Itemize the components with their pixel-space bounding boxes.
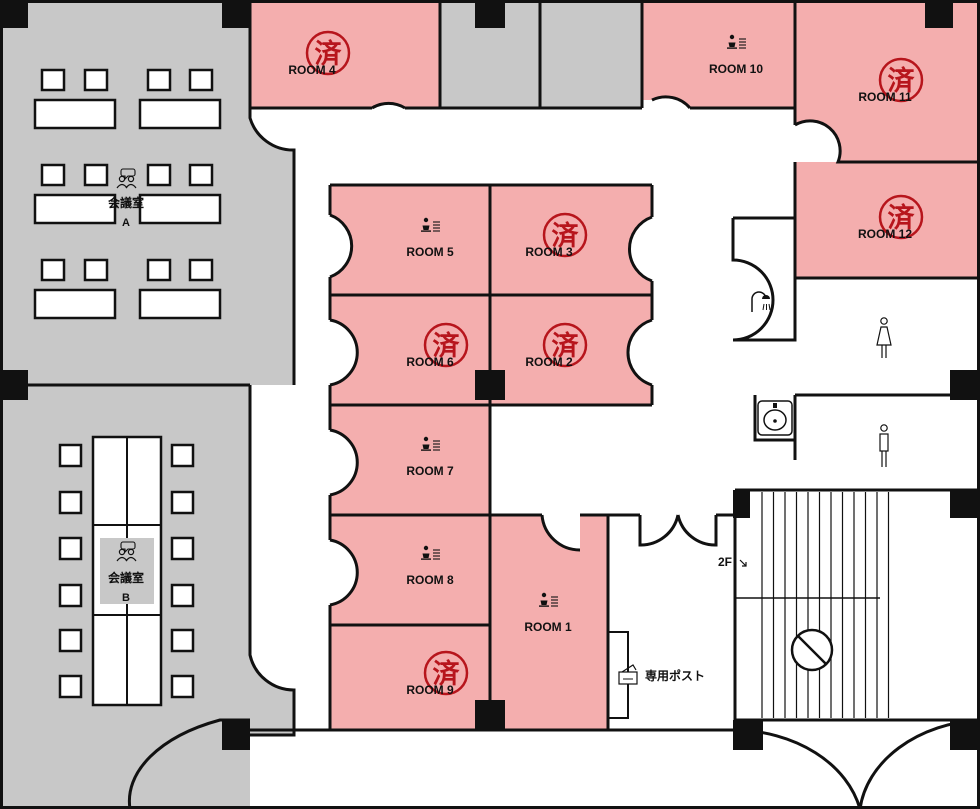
- meeting-room-b[interactable]: 会議室 B: [108, 541, 144, 604]
- male-restroom-icon: [879, 424, 889, 467]
- room-4-area: [250, 0, 440, 108]
- mailbox[interactable]: 専用ポスト: [618, 664, 705, 685]
- meeting-room-b-furniture: [58, 435, 195, 707]
- room-7-label: ROOM 7: [406, 464, 454, 478]
- room-1[interactable]: ROOM 1: [524, 592, 572, 634]
- room-5[interactable]: ROOM 5: [406, 217, 454, 259]
- room-2-label: ROOM 2: [525, 355, 573, 369]
- meeting-room-a-furniture: [33, 68, 222, 320]
- female-restroom-icon: [876, 317, 892, 358]
- room-10[interactable]: ROOM 10: [709, 34, 763, 76]
- meeting-room-a[interactable]: 会議室 A: [108, 168, 144, 229]
- room-11-area: [795, 0, 980, 162]
- room-1-area: [490, 515, 608, 730]
- room-3-label: ROOM 3: [525, 245, 573, 259]
- stamp-glyph: 済: [888, 202, 916, 234]
- stamp-icon: 済: [423, 322, 469, 368]
- room-8-area: [330, 515, 490, 625]
- room-8-label: ROOM 8: [406, 573, 454, 587]
- pillars: [0, 0, 980, 750]
- stamp-glyph: 済: [888, 65, 916, 97]
- stamp-glyph: 済: [552, 220, 580, 252]
- no-entry-icon: [790, 628, 834, 672]
- stairs-floor-label: 2F: [718, 555, 732, 569]
- room-10-area: [642, 0, 795, 108]
- stamp-icon: 済: [423, 650, 469, 696]
- washbasin-icon: [757, 400, 793, 436]
- room-5-label: ROOM 5: [406, 245, 454, 259]
- stamp-icon: 済: [542, 212, 588, 258]
- room-6-label: ROOM 6: [406, 355, 454, 369]
- mailbox-icon: [618, 664, 638, 685]
- meeting-room-a-name: 会議室: [108, 195, 144, 210]
- stamp-icon: 済: [878, 194, 924, 240]
- mailbox-label: 専用ポスト: [645, 668, 705, 683]
- room-1-label: ROOM 1: [524, 620, 572, 634]
- room-7-area: [330, 405, 490, 515]
- arrow-down-right-icon: [739, 559, 747, 567]
- stamp-glyph: 済: [433, 330, 461, 362]
- stamp-icon: 済: [542, 322, 588, 368]
- room-11-label: ROOM 11: [858, 90, 912, 104]
- meeting-room-b-name: 会議室: [108, 570, 144, 585]
- stamp-glyph: 済: [433, 658, 461, 690]
- room-5-area: [330, 185, 490, 295]
- room-12-label: ROOM 12: [858, 227, 912, 241]
- staircase: 2F: [718, 492, 890, 718]
- room-8[interactable]: ROOM 8: [406, 545, 454, 587]
- room-12-area: [795, 162, 980, 278]
- room-7[interactable]: ROOM 7: [406, 436, 454, 478]
- room-3-area: [490, 185, 652, 295]
- room-9-label: ROOM 9: [406, 683, 454, 697]
- meeting-room-a-letter: A: [122, 217, 130, 229]
- stamp-icon: 済: [878, 57, 924, 103]
- stamp-glyph: 済: [552, 330, 580, 362]
- room-2-area: [490, 295, 652, 405]
- stamp-glyph: 済: [315, 38, 343, 70]
- shower-icon: [751, 291, 771, 312]
- room-6-area: [330, 295, 490, 405]
- room-4-label: ROOM 4: [288, 63, 336, 77]
- meeting-room-b-letter: B: [122, 592, 130, 604]
- room-10-label: ROOM 10: [709, 62, 763, 76]
- stamp-icon: 済: [305, 30, 351, 76]
